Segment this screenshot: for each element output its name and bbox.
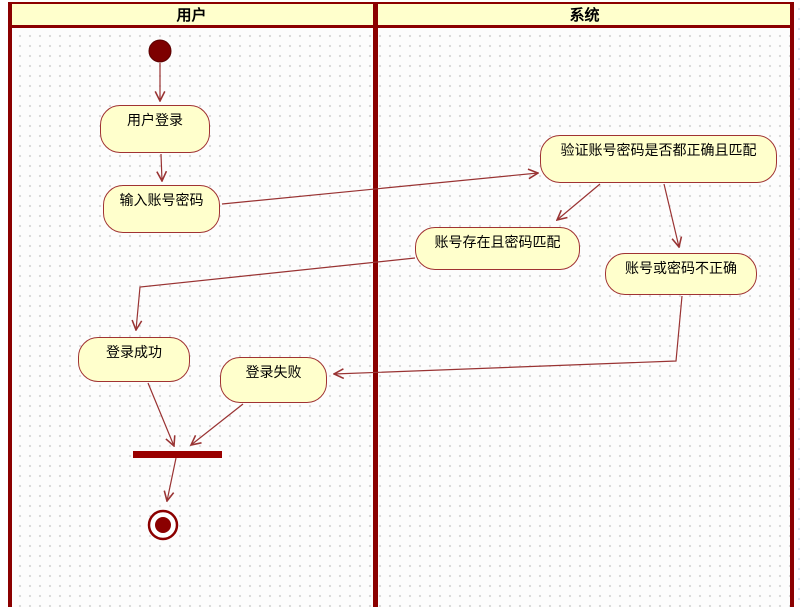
lane-border-right	[790, 2, 794, 607]
activity-account-match[interactable]: 账号存在且密码匹配	[415, 227, 580, 270]
activity-user-login[interactable]: 用户登录	[100, 105, 210, 153]
lane-label-user: 用户	[176, 7, 207, 24]
lane-header-user[interactable]: 用户	[8, 4, 375, 25]
activity-login-fail[interactable]: 登录失败	[220, 357, 327, 403]
activity-verify-credentials[interactable]: 验证账号密码是否都正确且匹配	[540, 135, 777, 183]
lane-border-left	[8, 2, 12, 607]
activity-login-success[interactable]: 登录成功	[78, 337, 190, 382]
lane-divider	[373, 2, 378, 607]
lane-header-system[interactable]: 系统	[375, 4, 794, 25]
activity-input-credentials[interactable]: 输入账号密码	[103, 185, 220, 233]
lane-label-system: 系统	[569, 7, 600, 24]
activity-account-incorrect[interactable]: 账号或密码不正确	[605, 253, 757, 295]
swimlane-header: 用户 系统	[8, 2, 794, 28]
